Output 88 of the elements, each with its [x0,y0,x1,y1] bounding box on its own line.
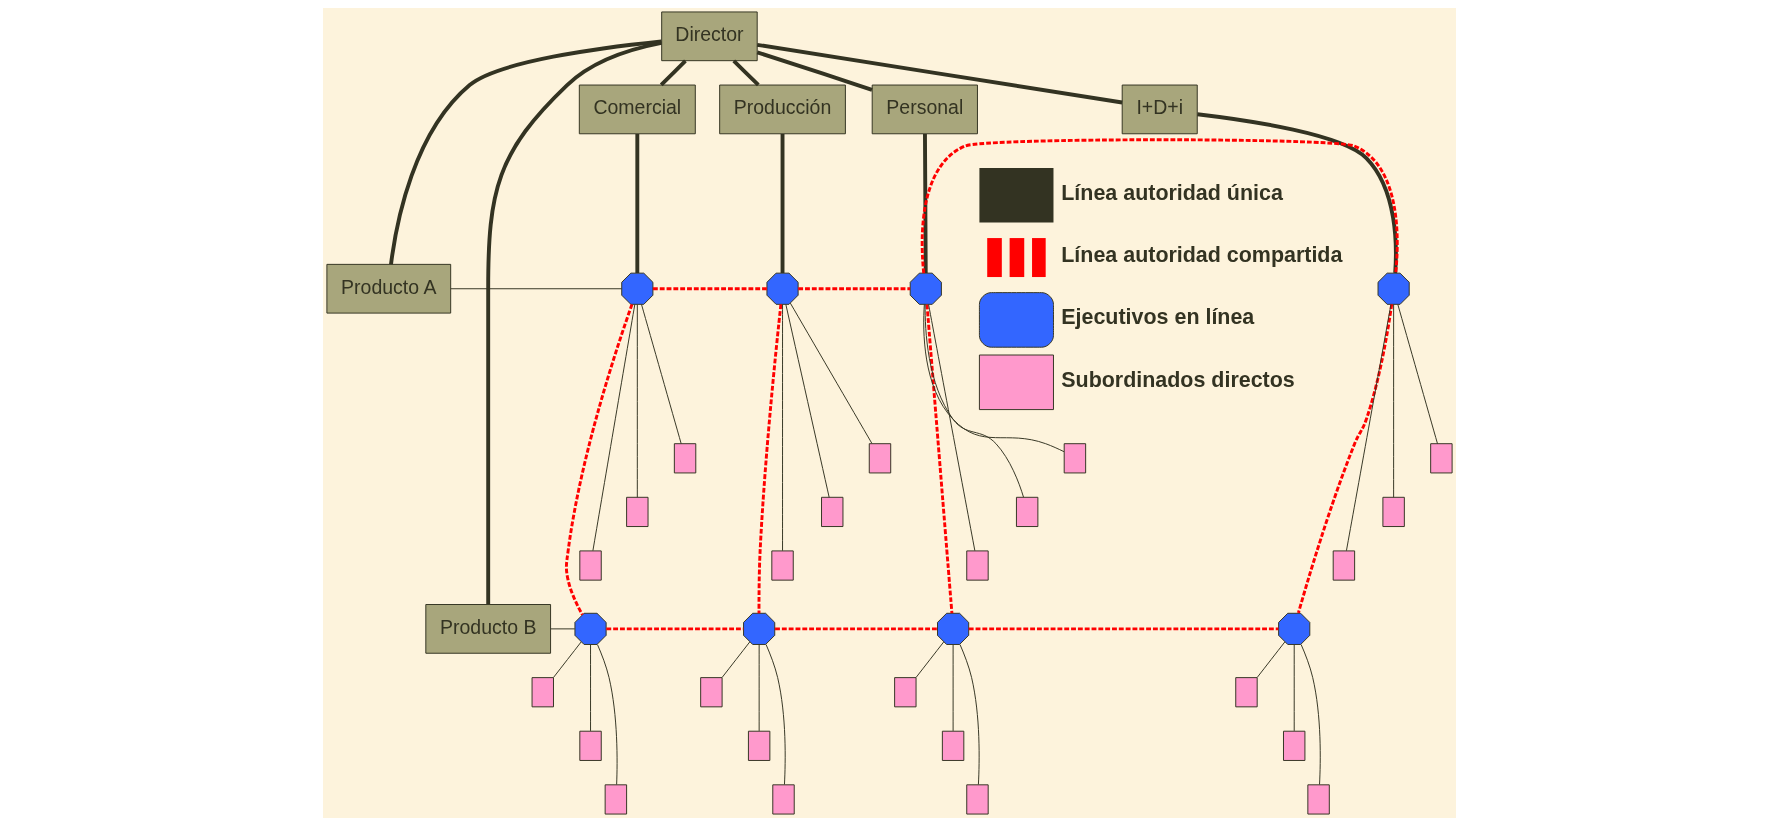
connector [928,304,976,552]
connector [758,644,760,732]
connector [968,627,1279,631]
node-octagon [909,272,942,305]
connector [925,304,954,614]
connector [959,644,980,785]
connector [732,59,760,87]
connector [782,304,784,552]
node-box [868,443,892,474]
node-box: Comercial [578,84,696,135]
node-octagon [621,272,654,305]
connector [1393,304,1395,498]
node-octagon [937,612,970,645]
connector [606,627,744,631]
node-box [1063,443,1087,474]
node-box: Personal [871,84,978,135]
node-box [531,677,554,708]
node-octagon [766,272,799,305]
connector [1293,644,1295,732]
connector [920,138,1399,274]
connector [780,133,785,273]
connector [1297,304,1394,614]
connector [1256,641,1286,678]
connector [486,40,662,605]
node-box [1235,677,1258,708]
connector [757,304,783,614]
node-octagon [743,612,776,645]
connector [756,50,873,92]
node-octagon [574,612,607,645]
connector [1300,644,1321,785]
connector [659,59,687,87]
legend-label: Subordinados directos [1061,367,1295,392]
connector [592,304,636,552]
legend-label: Ejecutivos en línea [1061,305,1255,330]
node-box [1015,496,1039,528]
connector [636,304,638,498]
legend-label: Línea autoridad única [1061,180,1283,205]
connector [553,641,582,678]
connector [789,302,873,444]
connector [450,288,623,290]
node-box [1382,496,1405,528]
node-box [966,784,989,815]
connector [756,42,1123,105]
connector [597,644,618,785]
node-box: Producto B [425,604,552,654]
connector [775,627,938,631]
node-box [604,784,628,815]
connector [915,641,945,678]
connector [550,628,576,630]
node-box [747,730,771,761]
node-box [966,550,989,581]
node-box [673,443,697,474]
connector [721,641,751,678]
connector [952,644,954,732]
connector [785,304,830,498]
connector [1345,304,1392,552]
node-box [579,730,602,761]
connector [641,304,682,445]
node-box [1307,784,1330,815]
connector [590,644,591,732]
node-box [626,496,649,528]
connector [798,287,911,291]
node-box: Producto A [326,263,452,314]
connector [1197,112,1398,274]
node-box [821,496,844,528]
node-box [772,784,795,815]
connector [924,304,1024,498]
connector [635,133,640,273]
node-box [771,550,794,581]
connector [923,133,928,273]
connector [564,303,634,616]
node-box: Director [661,11,758,62]
node-box [941,730,965,761]
node-box [700,677,723,708]
node-box: Producción [719,84,846,135]
node-box [1430,443,1453,474]
connector [765,644,786,785]
node-box [894,677,917,708]
connector [389,39,662,265]
node-octagon [1377,272,1410,305]
node-box: I+D+i [1121,84,1198,135]
connector [652,287,767,291]
node-box [579,550,602,581]
node-box [1332,550,1356,581]
node-box [1283,730,1306,761]
connector [1397,304,1438,445]
legend-label: Línea autoridad compartida [1061,243,1343,268]
node-octagon [1278,612,1311,645]
